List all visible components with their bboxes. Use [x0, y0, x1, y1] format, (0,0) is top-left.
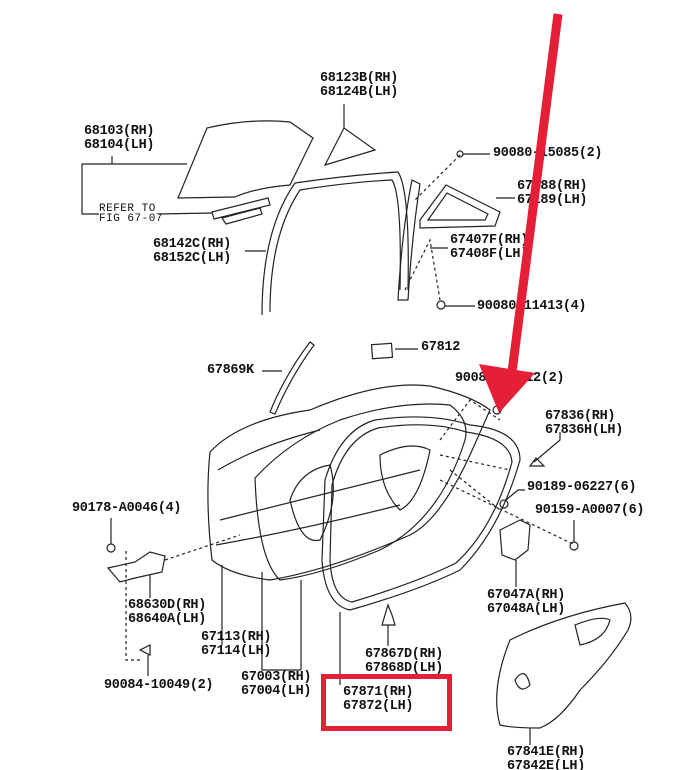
refer-line: REFER TO: [99, 203, 156, 215]
part-number-lh: 67842E(LH): [507, 759, 586, 770]
refer-fig: FIG 67-07: [99, 213, 163, 225]
label-nut-4: 90178-A0046(4): [72, 501, 182, 516]
label-bolt-6: 90189-06227(6): [527, 480, 637, 495]
label-trim-board: 67841E(RH)67842E(LH): [507, 746, 585, 770]
part-number-lh: 68640A(LH): [128, 612, 207, 627]
highlight-box: [321, 674, 452, 731]
part-number-rh: 67407F(RH): [450, 233, 529, 248]
part-number-lh: 67868D(LH): [365, 661, 444, 676]
label-hole-cover: 67812: [421, 341, 460, 355]
part-number: 90159-A0007(6): [535, 503, 645, 518]
door-outer-panel: [207, 384, 491, 581]
label-screw-2: 90080-11012(2): [455, 371, 565, 386]
door-weatherstrip: [321, 416, 521, 611]
label-screw-4: 90080-11413(4): [477, 299, 587, 314]
part-number-lh: 68104(LH): [84, 138, 155, 153]
part-number-lh: 67872(LH): [343, 699, 414, 714]
belt-weatherstrip: [269, 341, 315, 415]
part-number-rh: 68630D(RH): [128, 598, 207, 613]
glass-channel: [211, 197, 271, 225]
quarter-window: [419, 184, 501, 229]
part-number-rh: 68123B(RH): [320, 71, 399, 86]
part-number-rh: 67867D(RH): [365, 647, 444, 662]
label-quarter-window: 67188(RH)67189(LH): [517, 179, 588, 208]
label-door-weatherstrip: 67871(RH)67872(LH): [343, 685, 414, 714]
label-door-glass: 68103(RH)68104(LH): [84, 124, 155, 153]
part-number-lh: 68124B(LH): [320, 85, 399, 100]
part-number: 67869K: [207, 363, 254, 378]
part-number-rh: 67841E(RH): [507, 745, 586, 760]
part-number: 90084-10049(2): [104, 678, 214, 693]
part-number-lh: 67189(LH): [517, 193, 588, 208]
run-channel: [261, 171, 409, 316]
striker-plate: [499, 519, 531, 561]
part-number-rh: 67047A(RH): [487, 588, 566, 603]
part-number: 67812: [421, 340, 461, 355]
label-striker: 67047A(RH)67048A(LH): [487, 589, 565, 617]
part-number: 90189-06227(6): [527, 480, 637, 495]
label-quarter-glass: 68123B(RH)68124B(LH): [320, 72, 398, 100]
part-number-rh: 67188(RH): [517, 179, 588, 194]
part-number-rh: 67003(RH): [241, 670, 312, 685]
part-number: 90080-15085(2): [493, 146, 603, 161]
part-number-rh: 67871(RH): [343, 685, 414, 700]
label-bolt-2: 90084-10049(2): [104, 678, 214, 693]
label-retainer: 67867D(RH)67868D(LH): [365, 648, 443, 676]
quarter-glass: [323, 127, 377, 166]
part-number-rh: 67113(RH): [201, 630, 272, 645]
part-number-rh: 68103(RH): [84, 124, 155, 139]
part-number-lh: 67836H(LH): [545, 423, 624, 438]
label-belt-weatherstrip: 67869K: [207, 364, 254, 378]
part-number: 90080-11413(4): [477, 299, 587, 314]
part-number-lh: 67114(LH): [201, 644, 272, 659]
division-bar: [397, 179, 421, 301]
label-door-check: 68630D(RH)68640A(LH): [128, 599, 206, 627]
part-number-lh: 67004(LH): [241, 684, 312, 699]
door-check: [106, 551, 166, 583]
part-number-lh: 67048A(LH): [487, 602, 566, 617]
part-number-lh: 67408F(LH): [450, 247, 529, 262]
part-number: 90080-11012(2): [455, 371, 565, 386]
label-weatherstrip: 67113(RH)67114(LH): [201, 630, 272, 659]
part-number-rh: 68142C(RH): [153, 237, 232, 252]
label-screw-top: 90080-15085(2): [493, 146, 603, 161]
door-inner-panel: [254, 403, 467, 581]
label-screw-6: 90159-A0007(6): [535, 503, 645, 518]
part-number-rh: 67836(RH): [545, 409, 616, 424]
door-trim-board: [496, 602, 632, 729]
label-door-panel: 67003(RH)67004(LH): [241, 670, 312, 699]
door-glass: [177, 120, 314, 199]
label-division-bar: 67407F(RH)67408F(LH): [450, 234, 528, 262]
part-number: 90178-A0046(4): [72, 501, 182, 516]
label-clip: 67836(RH)67836H(LH): [545, 410, 623, 438]
label-run-channel: 68142C(RH)68152C(LH): [153, 238, 231, 266]
part-number-lh: 68152C(LH): [153, 251, 232, 266]
